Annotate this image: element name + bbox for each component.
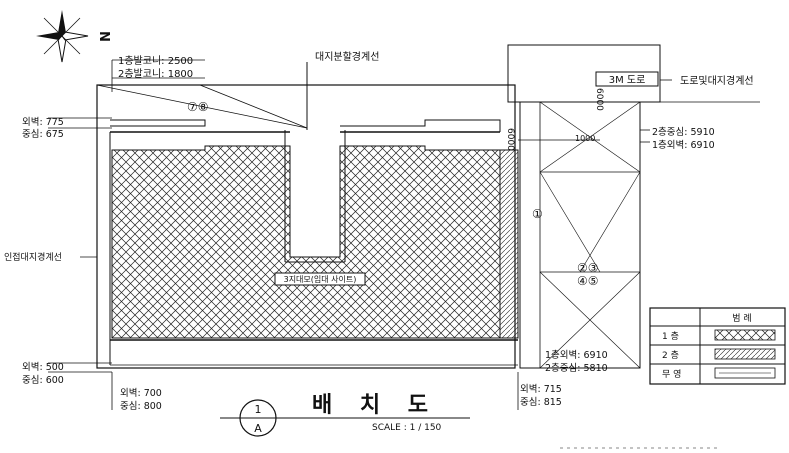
dim-6000-side: 6000 — [505, 128, 515, 151]
dim-right-top-center: 2층중심: 5910 — [652, 127, 715, 138]
legend-row-1-label: 1 층 — [662, 331, 679, 342]
dim-bottom-right-outer: 외벽: 715 — [520, 383, 562, 395]
dim-6000-top: 6000 — [594, 88, 604, 111]
legend-row-3-label: 무 영 — [662, 369, 681, 380]
center-note: 3지대모(임대 사이트) — [284, 274, 357, 284]
title-circle-top: 1 — [255, 403, 262, 416]
legend-swatch-1f — [714, 329, 776, 341]
legend-header: 범 례 — [732, 313, 751, 324]
circle-4-5: ④⑤ — [577, 274, 599, 288]
dim-right-bottom-outer: 1층외벽: 6910 — [545, 349, 608, 361]
north-letter: N — [96, 31, 111, 42]
circle-2-3: ②③ — [577, 261, 599, 275]
dim-right-top-outer: 1층외벽: 6910 — [652, 139, 715, 151]
scale-label: SCALE : 1 / 150 — [372, 423, 442, 433]
balcony-1f-label: 1층발코니: 2500 — [118, 55, 193, 67]
drawing-title: 배 치 도 — [312, 393, 438, 418]
road-site-line-label: 도로및대지경계선 — [680, 74, 754, 87]
dim-right-bottom-center: 2층중심: 5810 — [545, 363, 608, 374]
dim-bottom-left-outer: 외벽: 700 — [120, 387, 162, 399]
legend-table — [649, 307, 786, 385]
dim-left-top-center: 중심: 675 — [22, 129, 64, 140]
legend-swatch-2f — [714, 348, 776, 360]
first-floor-area — [111, 145, 501, 339]
second-floor-strip — [499, 149, 519, 339]
circle-1: ① — [532, 207, 543, 221]
dim-bottom-left-center: 중심: 800 — [120, 401, 162, 412]
balcony-2f-label: 2층발코니: 1800 — [118, 68, 193, 80]
title-circle-bottom: A — [254, 422, 262, 435]
legend-row-2-label: 2 층 — [662, 350, 679, 361]
road-width-label: 3M 도로 — [609, 75, 646, 86]
parking-area — [519, 101, 641, 369]
dim-left-bottom-center: 중심: 600 — [22, 375, 64, 386]
dim-left-bottom-outer: 외벽: 500 — [22, 361, 64, 373]
site-division-line-label: 대지분할경계선 — [315, 50, 379, 63]
adjacent-site-line-label: 인접대지경계선 — [4, 251, 62, 263]
center-note-box — [274, 272, 366, 286]
circle-7-8: ⑦⑧ — [187, 100, 209, 114]
dim-left-top-outer: 외벽: 775 — [22, 116, 64, 128]
dim-1000: 1000 — [575, 134, 595, 143]
dim-bottom-right-center: 중심: 815 — [520, 397, 562, 408]
compass-rose-icon — [36, 10, 89, 63]
